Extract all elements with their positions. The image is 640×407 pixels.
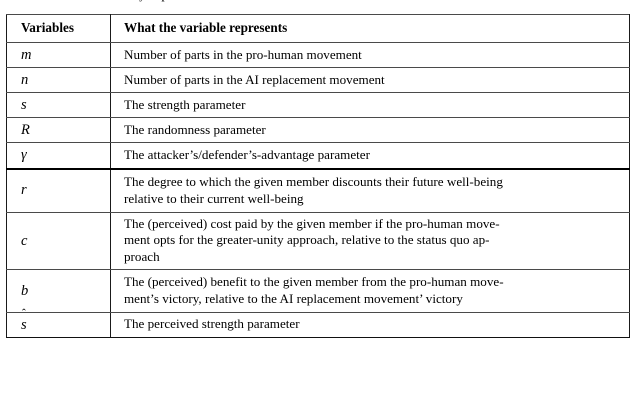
table-header: Variables What the variable represents xyxy=(6,14,630,43)
description-text-s: The strength parameter xyxy=(124,96,246,112)
row-description-cell: The randomness parameter xyxy=(110,117,630,144)
row-variable-cell: γ xyxy=(6,142,111,170)
variable-symbol-r: r xyxy=(21,182,27,199)
caption-sliver: Table 1: Glossary of parameters xyxy=(0,0,640,11)
table-container: Variables What the variable represents m… xyxy=(6,14,630,338)
description-text-gamma: The attacker’s/defender’s-advantage para… xyxy=(124,147,370,163)
description-line: ment opts for the greater-unity approach… xyxy=(124,232,490,248)
row-description-cell: The perceived strength parameter xyxy=(110,311,630,338)
row-description-cell: The strength parameter xyxy=(110,92,630,119)
column-header-variables-label: Variables xyxy=(21,20,74,36)
row-description-cell: The attacker’s/defender’s-advantage para… xyxy=(110,142,630,170)
table-row: n Number of parts in the AI replacement … xyxy=(6,67,630,94)
column-header-variables: Variables xyxy=(6,14,111,43)
description-text-m: Number of parts in the pro-human movemen… xyxy=(124,46,362,62)
table-row: m Number of parts in the pro-human movem… xyxy=(6,41,630,69)
table-row: R The randomness parameter xyxy=(6,117,630,144)
description-line: The (perceived) benefit to the given mem… xyxy=(124,274,504,290)
row-variable-cell: R xyxy=(6,117,111,144)
variable-symbol-R: R xyxy=(21,122,30,139)
description-text-r: The degree to which the given member dis… xyxy=(111,171,629,211)
table-body: m Number of parts in the pro-human movem… xyxy=(6,41,630,338)
row-variable-cell: ̂ s xyxy=(6,311,111,338)
table-row: ̂ s The perceived strength parameter xyxy=(6,311,630,338)
variable-symbol-c: c xyxy=(21,232,28,249)
variable-symbol-b: b xyxy=(21,282,29,299)
description-text-R: The randomness parameter xyxy=(124,121,266,137)
row-variable-cell: s xyxy=(6,92,111,119)
variables-glossary-table: Variables What the variable represents m… xyxy=(6,14,630,338)
variable-symbol-m: m xyxy=(21,46,32,63)
row-description-cell: The (perceived) benefit to the given mem… xyxy=(110,268,630,313)
row-description-cell: The degree to which the given member dis… xyxy=(110,167,630,213)
description-text-n: Number of parts in the AI replacement mo… xyxy=(124,71,385,87)
table-row: s The strength parameter xyxy=(6,92,630,119)
column-header-description-label: What the variable represents xyxy=(124,20,288,35)
row-variable-cell: m xyxy=(6,41,111,69)
row-variable-cell: n xyxy=(6,67,111,94)
variable-symbol-s-hat: ̂ s xyxy=(7,313,110,337)
caption-sliver-text: Table 1: Glossary of parameters xyxy=(56,0,220,2)
header-row: Variables What the variable represents xyxy=(6,14,630,43)
description-text-c: The (perceived) cost paid by the given m… xyxy=(111,213,629,269)
table-row: γ The attacker’s/defender’s-advantage pa… xyxy=(6,142,630,170)
description-text-s-hat: The perceived strength parameter xyxy=(124,316,300,332)
row-variable-cell: b xyxy=(6,268,111,313)
row-description-cell: The (perceived) cost paid by the given m… xyxy=(110,211,630,270)
description-text-b: The (perceived) benefit to the given mem… xyxy=(111,271,629,311)
row-variable-cell: c xyxy=(6,211,111,270)
table-row: b The (perceived) benefit to the given m… xyxy=(6,268,630,313)
table-row: c The (perceived) cost paid by the given… xyxy=(6,211,630,270)
s-hat-glyph: ̂ s xyxy=(21,316,27,334)
description-line: The degree to which the given member dis… xyxy=(124,173,503,189)
variable-symbol-gamma: γ xyxy=(21,147,27,164)
variable-symbol-n: n xyxy=(21,72,29,89)
hat-base: s xyxy=(21,316,27,333)
description-line: relative to their current well-being xyxy=(124,190,304,206)
description-line: ment’s victory, relative to the AI repla… xyxy=(124,290,463,306)
row-variable-cell: r xyxy=(6,167,111,213)
description-line: The (perceived) cost paid by the given m… xyxy=(124,215,500,231)
row-description-cell: Number of parts in the pro-human movemen… xyxy=(110,41,630,69)
table-row: r The degree to which the given member d… xyxy=(6,167,630,213)
description-line: proach xyxy=(124,249,160,265)
variable-symbol-s: s xyxy=(21,97,27,114)
column-header-description: What the variable represents xyxy=(110,14,630,43)
row-description-cell: Number of parts in the AI replacement mo… xyxy=(110,67,630,94)
